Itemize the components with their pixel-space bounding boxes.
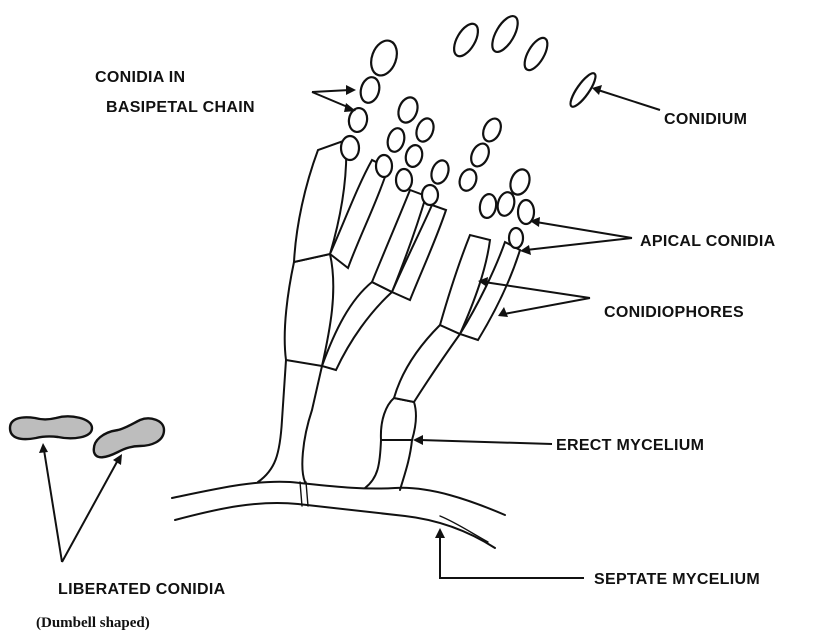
apical-conidia-cluster — [478, 167, 534, 248]
label-apical-conidia: APICAL CONIDIA — [640, 233, 776, 250]
label-conidia-chain-line1: CONIDIA IN — [95, 69, 185, 86]
label-septate-mycelium: SEPTATE MYCELIUM — [594, 571, 760, 588]
label-liberated-conidia: LIBERATED CONIDIA — [58, 581, 226, 598]
septate-mycelium — [172, 482, 505, 548]
label-conidium: CONIDIUM — [664, 111, 747, 128]
label-conidiophores: CONIDIOPHORES — [604, 304, 744, 321]
liberated-conidia — [10, 416, 164, 457]
label-conidia-chain-line2: BASIPETAL CHAIN — [106, 99, 255, 116]
label-erect-mycelium: ERECT MYCELIUM — [556, 437, 704, 454]
label-dumbbell-shaped: (Dumbell shaped) — [36, 615, 150, 631]
free-conidia — [449, 12, 599, 110]
erect-hypha-left — [258, 140, 446, 482]
